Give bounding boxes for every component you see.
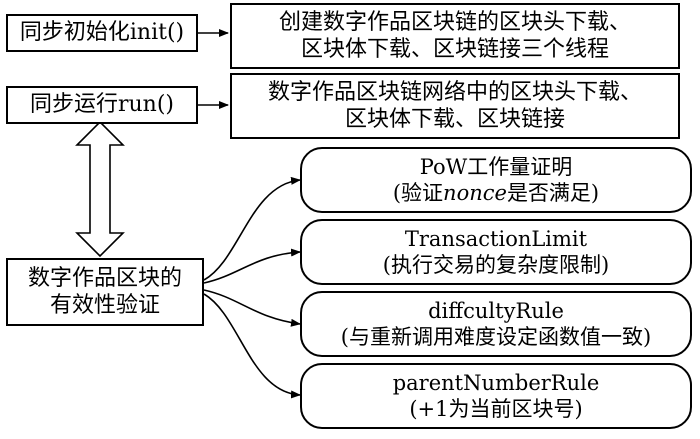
rule-parent-number: parentNumberRule (+1为当前区块号)	[300, 363, 692, 429]
rule-pow-desc-post: 是否满足)	[506, 181, 600, 205]
init-description-box: 创建数字作品区块链的区块头下载、 区块体下载、区块链接三个线程	[230, 3, 680, 69]
run-desc-line2: 区块体下载、区块链接	[344, 107, 565, 132]
validation-line2: 有效性验证	[49, 293, 160, 318]
run-box: 同步运行run()	[6, 86, 198, 124]
rule-difficulty-name: diffcultyRule	[428, 298, 564, 323]
rule-transaction-limit-name: TransactionLimit	[404, 226, 588, 251]
init-desc-line2: 区块体下载、区块链接三个线程	[300, 37, 609, 62]
init-box: 同步初始化init()	[6, 14, 198, 52]
rule-difficulty-desc: (与重新调用难度设定函数值一致)	[340, 325, 652, 349]
rule-connector-3	[203, 289, 301, 327]
rule-parent-number-name: parentNumberRule	[392, 370, 600, 395]
rule-pow-desc-pre: (验证	[392, 181, 444, 205]
run-label: 同步运行run()	[29, 92, 175, 118]
rule-connector-2	[203, 248, 301, 284]
rule-transaction-limit-desc: (执行交易的复杂度限制)	[382, 253, 610, 277]
rule-pow: PoW工作量证明 (验证nonce是否满足)	[300, 147, 692, 213]
double-arrow	[75, 120, 125, 258]
init-desc-line1: 创建数字作品区块链的区块头下载、	[278, 9, 631, 35]
rule-transaction-limit: TransactionLimit (执行交易的复杂度限制)	[300, 219, 692, 285]
rule-pow-desc-nonce: nonce	[443, 181, 507, 205]
init-label: 同步初始化init()	[19, 20, 185, 46]
rule-connector-1	[203, 176, 301, 281]
run-desc-line1: 数字作品区块链网络中的区块头下载、	[267, 79, 642, 105]
rule-parent-number-desc: (+1为当前区块号)	[409, 397, 583, 421]
rule-pow-desc: (验证nonce是否满足)	[393, 180, 599, 206]
rule-pow-name: PoW工作量证明	[419, 154, 573, 179]
rule-connector-4	[203, 293, 301, 399]
rule-difficulty: diffcultyRule (与重新调用难度设定函数值一致)	[300, 291, 692, 357]
validation-line1: 数字作品区块的	[27, 265, 182, 291]
validation-box: 数字作品区块的 有效性验证	[6, 258, 204, 326]
run-description-box: 数字作品区块链网络中的区块头下载、 区块体下载、区块链接	[230, 73, 680, 139]
